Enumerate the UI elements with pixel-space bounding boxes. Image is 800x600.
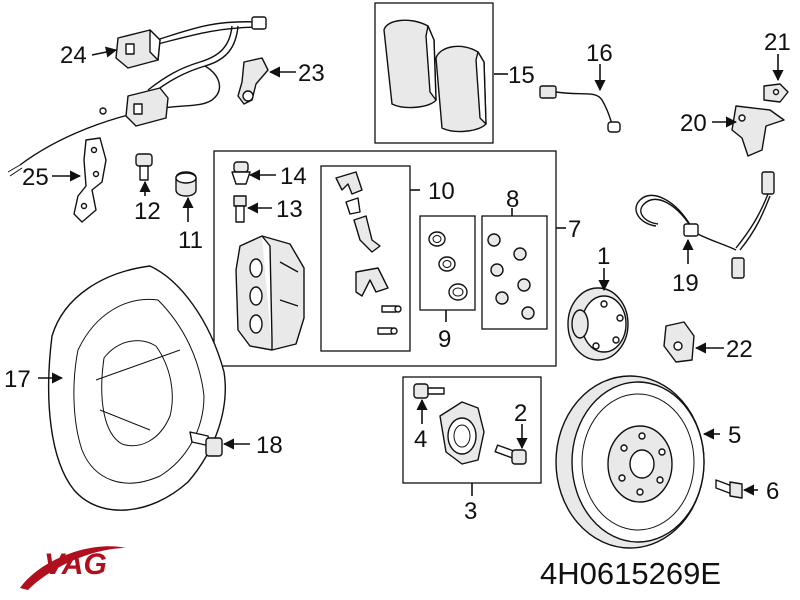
callout-4: 4 (414, 426, 427, 453)
vag-logo: VAG (20, 546, 126, 590)
logo-text: VAG (44, 548, 107, 581)
hardware-kit-10 (335, 171, 402, 335)
callout-20: 20 (680, 110, 707, 137)
bracket-25 (73, 137, 107, 223)
callout-7: 7 (568, 216, 581, 243)
bleeder-cap-14 (231, 161, 251, 185)
callout-2: 2 (514, 400, 527, 427)
callout-18: 18 (256, 432, 283, 459)
sensor-connector-lower (125, 87, 169, 127)
callout-1: 1 (597, 243, 610, 270)
piston-seals-9 (428, 231, 468, 301)
callout-15: 15 (508, 62, 535, 89)
group-box-brake-pads (374, 2, 494, 144)
part-number: 4H0615269E (540, 556, 721, 591)
group-box-caliper-assembly (213, 150, 557, 367)
logo-swoosh (20, 546, 126, 590)
bushing-11 (175, 171, 197, 197)
callout-9: 9 (438, 326, 451, 353)
callout-6: 6 (766, 478, 779, 505)
wear-sensor-16 (539, 85, 621, 133)
brake-caliper (235, 235, 305, 351)
callout-16: 16 (586, 40, 613, 67)
callout-19: 19 (672, 270, 699, 297)
clip-21 (763, 83, 789, 103)
callout-10: 10 (428, 178, 455, 205)
screw-6 (715, 479, 743, 499)
wheel-hub-1 (567, 287, 629, 361)
group-box-pistons (481, 215, 548, 330)
bolt-18 (189, 431, 223, 457)
wheel-bearing (439, 401, 485, 465)
bolt-4 (413, 383, 445, 399)
brake-disc-5 (555, 375, 705, 549)
callout-3: 3 (464, 498, 477, 525)
callout-11: 11 (178, 227, 203, 254)
group-box-hardware-kit (320, 165, 411, 352)
sensor-connector-24 (115, 29, 161, 69)
callout-5: 5 (728, 422, 741, 449)
abs-sensor-22 (663, 321, 695, 363)
callout-22: 22 (726, 336, 753, 363)
brake-pads-15 (383, 19, 487, 133)
callout-21: 21 (764, 29, 791, 56)
pistons-8 (487, 233, 535, 320)
callout-14: 14 (280, 163, 307, 190)
callout-13: 13 (276, 196, 303, 223)
group-box-piston-seals (419, 215, 476, 311)
bolt-12 (135, 153, 153, 181)
hose-bracket-20 (731, 105, 785, 157)
callout-12: 12 (134, 198, 161, 225)
bleeder-valve-13 (233, 195, 247, 223)
callout-8: 8 (506, 186, 519, 213)
callout-23: 23 (298, 60, 325, 87)
brake-hose-19 (635, 171, 775, 279)
bolt-2 (494, 444, 527, 465)
wear-sensor-23 (237, 57, 269, 105)
splash-shield-17 (48, 265, 226, 511)
callout-24: 24 (60, 42, 87, 69)
callout-25: 25 (22, 164, 49, 191)
leader-lines (38, 46, 784, 496)
callout-17: 17 (4, 366, 31, 393)
